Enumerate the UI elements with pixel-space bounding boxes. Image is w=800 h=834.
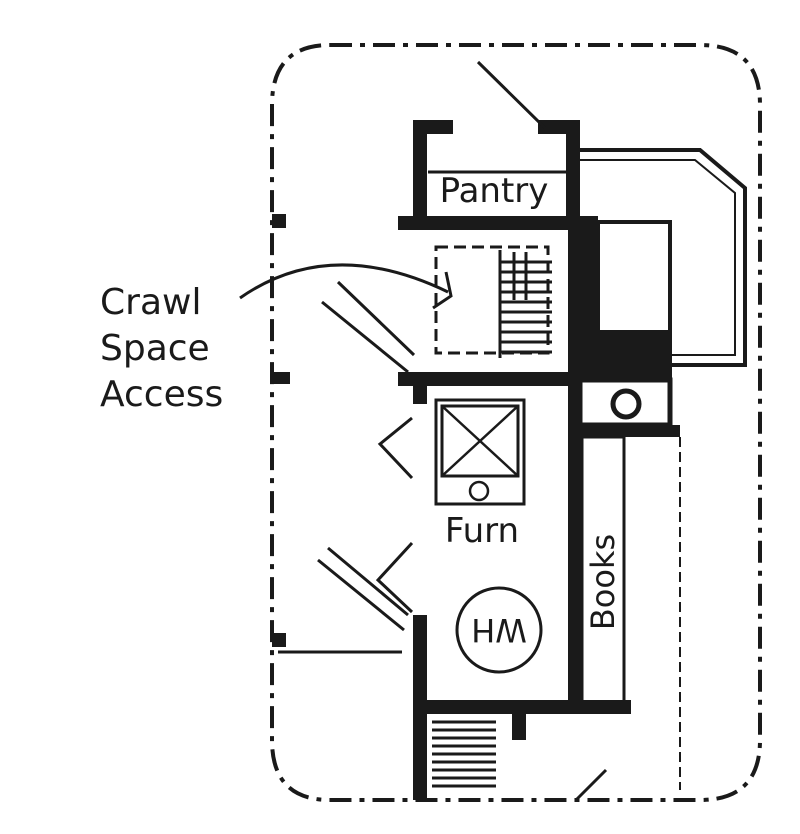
bottom-stairs (432, 720, 496, 788)
pantry-walls (398, 120, 598, 230)
boundary-tick (272, 214, 286, 228)
bottom-wall-post (512, 714, 526, 740)
utility-door-lower (375, 541, 414, 614)
crawl-arrow (239, 263, 449, 300)
furnace-label: Furn (445, 511, 519, 551)
mid-wall (398, 372, 570, 386)
sink-circle (610, 388, 642, 420)
dashed-outer-boundary (270, 43, 762, 802)
crawl-arrow-head (432, 271, 453, 310)
utility-wall-left-upper (413, 372, 427, 404)
door-swing-top (476, 60, 547, 130)
furnace-x-2 (441, 405, 519, 477)
pantry-label: Pantry (440, 171, 549, 211)
door-swing-bottom (574, 768, 608, 802)
crawl-space-hatch (434, 245, 550, 355)
counter-wall (580, 425, 680, 437)
angled-counter (580, 148, 747, 367)
utility-wall-bottom (413, 700, 631, 714)
boundary-tick (272, 633, 286, 647)
appliance-box (596, 220, 672, 334)
utility-wall-right (568, 372, 582, 702)
door-swing-mid-1 (321, 300, 409, 374)
angled-counter-inner (580, 159, 736, 356)
door-swing-lower-1 (317, 558, 405, 632)
crawl-label-line3: Access (100, 374, 223, 415)
books-label: Books (584, 534, 622, 630)
dark-block-lower (568, 332, 672, 380)
door-swing-lower-2 (327, 546, 409, 617)
crawl-label-line1: Crawl (100, 282, 201, 323)
furnace-unit (434, 398, 526, 506)
furnace-circle (468, 480, 490, 502)
bookshelf (580, 435, 626, 704)
furnace-box (440, 404, 520, 478)
water-heater-label: WH (471, 611, 527, 649)
water-heater-circle (455, 586, 543, 674)
door-swing-mid-2 (336, 280, 416, 357)
crawl-label-line2: Space (100, 328, 210, 369)
boundary-tick (272, 372, 290, 384)
utility-door-upper (377, 416, 414, 480)
crawl-stairs (498, 250, 552, 358)
